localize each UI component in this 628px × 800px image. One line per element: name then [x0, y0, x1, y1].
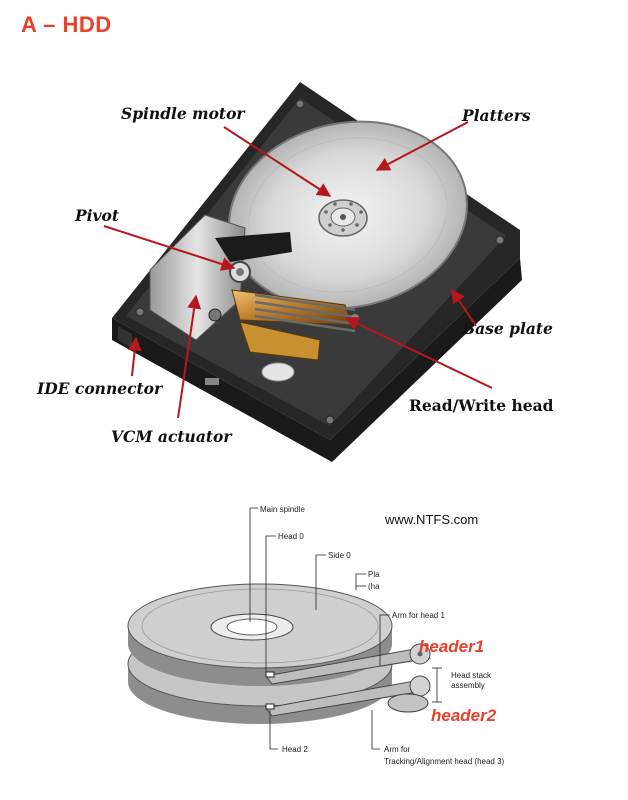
label-platter-a: Pla — [368, 570, 380, 579]
label-platters: Platters — [461, 106, 531, 125]
label-base-plate: Base plate — [461, 319, 553, 338]
page-title: A – HDD — [21, 12, 112, 37]
label-ide-connector: IDE connector — [36, 379, 164, 398]
label-head-0: Head 0 — [278, 532, 304, 541]
label-arm-head-1: Arm for head 1 — [392, 611, 445, 620]
platter-diagram — [127, 583, 432, 724]
label-read-write-head: Read/Write head — [409, 396, 554, 415]
label-header1: header1 — [419, 637, 484, 656]
watermark-text: www.NTFS.com — [384, 512, 478, 527]
label-platter-b: (ha — [368, 582, 380, 591]
label-head-2: Head 2 — [282, 745, 308, 754]
diagram-leaders — [249, 507, 442, 750]
photo-arrows — [103, 121, 493, 419]
label-side-0: Side 0 — [328, 551, 351, 560]
label-tracking-head: Tracking/Alignment head (head 3) — [384, 757, 505, 766]
label-header2: header2 — [431, 706, 497, 725]
label-head-stack-2: assembly — [451, 681, 485, 690]
label-arm-for: Arm for — [384, 745, 411, 754]
label-spindle-motor: Spindle motor — [121, 104, 246, 123]
label-pivot: Pivot — [74, 206, 120, 225]
hdd-photo — [112, 82, 522, 462]
label-vcm-actuator: VCM actuator — [111, 427, 233, 446]
label-head-stack-1: Head stack — [451, 671, 492, 680]
label-main-spindle: Main spindle — [260, 505, 305, 514]
